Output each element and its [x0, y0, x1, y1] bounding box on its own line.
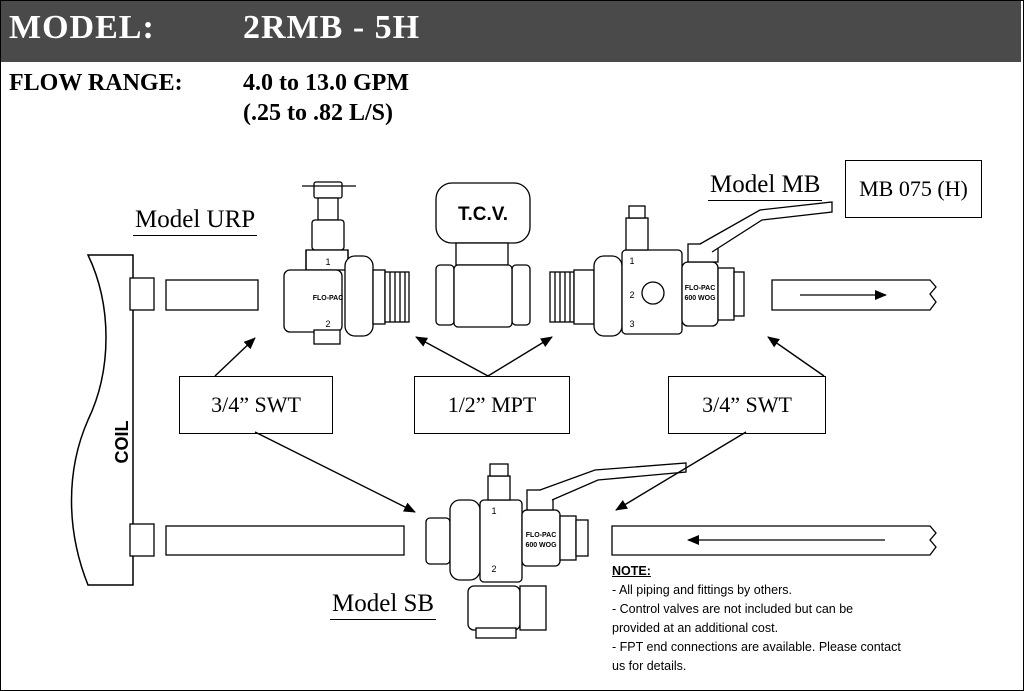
mb-port-1: 1 [629, 256, 634, 266]
leader-left-to-urp [214, 337, 256, 377]
leader-right-to-sb [615, 431, 747, 511]
tcv-label: T.C.V. [458, 204, 508, 225]
valve-urp [283, 181, 410, 345]
sb-wog: 600 WOG [525, 542, 557, 549]
model-mb-label: Model MB [708, 171, 823, 201]
urp-flo-pac: FLO-PAC [313, 295, 344, 302]
note-line: - FPT end connections are available. Ple… [612, 640, 901, 654]
urp-port-2: 2 [325, 319, 330, 329]
mb-port-2: 2 [629, 290, 634, 300]
flow-range-gpm: 4.0 to 13.0 GPM [243, 70, 409, 96]
note-title: NOTE: [612, 564, 651, 578]
connection-middle-text: 1/2” MPT [447, 392, 537, 417]
model-sb-label: Model SB [330, 590, 437, 620]
coil-label: COIL [112, 420, 132, 463]
coil-lower-stub [129, 523, 155, 557]
mb-port-3: 3 [629, 319, 634, 329]
leader-middle-to-urp [415, 336, 489, 377]
flow-range-label: FLOW RANGE: [9, 70, 183, 96]
model-label: MODEL: [9, 9, 155, 46]
connection-box-left: 3/4” SWT [179, 376, 333, 434]
note-line: - All piping and fittings by others. [612, 583, 792, 597]
mb-model-box-text: MB 075 (H) [859, 176, 968, 201]
note-block: NOTE: - All piping and fittings by other… [612, 562, 942, 676]
mb-wog: 600 WOG [684, 295, 716, 302]
leader-middle-to-mb [487, 336, 553, 377]
note-line: - Control valves are not included but ca… [612, 602, 854, 616]
sb-flo-pac: FLO-PAC [526, 532, 557, 539]
valve-mb [549, 201, 833, 337]
mb-model-box: MB 075 (H) [845, 160, 982, 218]
pipe-return-left [165, 525, 405, 556]
mb-flo-pac: FLO-PAC [685, 285, 716, 292]
leader-left-to-sb [254, 431, 416, 513]
leader-right-to-mb [767, 336, 825, 377]
coil-upper-stub [129, 277, 155, 311]
coil-shape: COIL [70, 254, 155, 586]
connection-left-text: 3/4” SWT [211, 392, 301, 417]
valve-sb [425, 462, 687, 639]
pipe-supply-short [165, 279, 259, 311]
sb-port-1: 1 [491, 506, 496, 516]
connection-box-right: 3/4” SWT [668, 376, 826, 434]
sb-port-2: 2 [491, 564, 496, 574]
model-value: 2RMB - 5H [243, 9, 421, 46]
tcv-valve [435, 182, 531, 328]
connection-right-text: 3/4” SWT [702, 392, 792, 417]
note-line: provided at an additional cost. [612, 621, 779, 635]
note-line: us for details. [612, 659, 687, 673]
urp-port-1: 1 [325, 257, 330, 267]
flow-range-ls: (.25 to .82 L/S) [243, 100, 393, 126]
connection-box-middle: 1/2” MPT [414, 376, 570, 434]
model-urp-label: Model URP [133, 206, 258, 236]
header-bar: MODEL: 2RMB - 5H [1, 1, 1021, 62]
